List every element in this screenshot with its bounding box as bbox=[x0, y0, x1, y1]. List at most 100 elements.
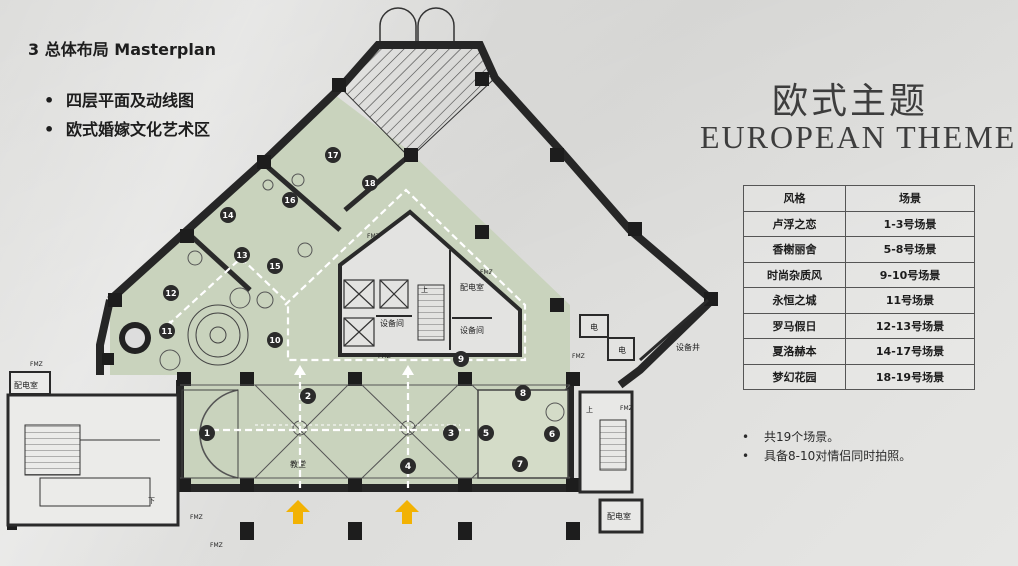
bullet-floor-plan: 四层平面及动线图 bbox=[44, 86, 210, 115]
fm-label-left-3: FMZ bbox=[210, 542, 223, 549]
left-stairs-1 bbox=[24, 424, 81, 476]
scene-marker-18: 18 bbox=[362, 175, 378, 191]
scene-marker-7: 7 bbox=[512, 456, 528, 472]
outer-walls bbox=[96, 41, 718, 492]
equipment-room-1-label: 设备间 bbox=[380, 318, 404, 328]
scene-marker-13: 13 bbox=[234, 247, 250, 263]
elevators bbox=[343, 279, 409, 347]
cell-style: 梦幻花园 bbox=[743, 363, 846, 390]
core-stairs bbox=[417, 284, 445, 341]
scene-number-8: 8 bbox=[520, 389, 526, 399]
theme-title-en: EUROPEAN THEME bbox=[700, 119, 1017, 155]
fm-label-core-3: FMZ bbox=[378, 353, 391, 360]
cell-scene: 18-19号场景 bbox=[845, 363, 975, 390]
scene-markers: 1 2 3 4 5 6 7 8 9 10 11 12 13 14 15 16 1… bbox=[159, 147, 560, 474]
table-header-row: 风格 场景 bbox=[743, 185, 975, 212]
scene-number-13: 13 bbox=[236, 251, 247, 260]
elec-2-label: 电 bbox=[618, 345, 626, 355]
power-room-left bbox=[9, 371, 51, 395]
scene-number-7: 7 bbox=[517, 460, 523, 470]
up-label-right: 上 bbox=[586, 405, 593, 414]
scene-number-9: 9 bbox=[458, 355, 464, 365]
cell-scene: 9-10号场景 bbox=[845, 261, 975, 288]
down-label-left: 下 bbox=[148, 497, 155, 505]
shaft-wall bbox=[639, 298, 709, 362]
cell-scene: 11号场景 bbox=[845, 287, 975, 314]
fm-label-core-1: FMZ bbox=[367, 233, 380, 240]
cell-style: 卢浮之恋 bbox=[743, 210, 846, 237]
column-header-scene: 场景 bbox=[845, 185, 975, 212]
scene-number-3: 3 bbox=[448, 429, 454, 439]
scene-number-18: 18 bbox=[364, 179, 376, 188]
scene-marker-14: 14 bbox=[220, 207, 236, 223]
scene-number-16: 16 bbox=[284, 196, 296, 205]
power-room-left-label: 配电室 bbox=[14, 380, 38, 390]
page-title: 3 总体布局 Masterplan bbox=[28, 40, 217, 59]
cell-scene: 12-13号场景 bbox=[845, 312, 975, 339]
cell-style: 永恒之城 bbox=[743, 287, 846, 314]
cell-scene: 5-8号场景 bbox=[845, 236, 975, 263]
fm-label-left: FMZ bbox=[30, 361, 43, 368]
scene-marker-16: 16 bbox=[282, 192, 298, 208]
spiral-staircase bbox=[187, 304, 249, 366]
columns bbox=[7, 72, 718, 540]
equipment-shaft-label: 设备井 bbox=[676, 342, 700, 352]
scene-marker-17: 17 bbox=[325, 147, 341, 163]
scene-number-14: 14 bbox=[222, 211, 234, 220]
scene-number-6: 6 bbox=[549, 430, 555, 440]
right-stairs-steps bbox=[599, 419, 627, 471]
bullet-wedding-area: 欧式婚嫁文化艺术区 bbox=[44, 115, 210, 144]
scene-number-5: 5 bbox=[483, 429, 489, 439]
fm-label-core-2: FMZ bbox=[480, 269, 493, 276]
scene-number-12: 12 bbox=[165, 289, 176, 298]
floor-plan: 配电室 设备间 设备间 上 FMZ FMZ FMZ 电 电 设备井 上 FMZ … bbox=[6, 7, 718, 549]
central-core bbox=[338, 209, 522, 357]
top-arches bbox=[379, 7, 455, 45]
scene-marker-8: 8 bbox=[515, 385, 531, 401]
notes-list: 共19个场景。 具备8-10对情侣同时拍照。 bbox=[742, 428, 911, 466]
scene-marker-5: 5 bbox=[478, 425, 494, 441]
scene-number-11: 11 bbox=[161, 327, 173, 336]
scene-marker-2: 2 bbox=[300, 388, 316, 404]
scene-number-15: 15 bbox=[269, 262, 281, 271]
power-room-center-label: 配电室 bbox=[460, 282, 484, 292]
column-header-style: 风格 bbox=[743, 185, 846, 212]
scene-marker-11: 11 bbox=[159, 323, 175, 339]
scene-marker-4: 4 bbox=[400, 458, 416, 474]
church-label: 教堂 bbox=[290, 459, 306, 469]
scene-number-17: 17 bbox=[327, 151, 338, 160]
right-rooms bbox=[579, 314, 635, 361]
scene-marker-10: 10 bbox=[267, 332, 283, 348]
cell-style: 夏洛赫本 bbox=[743, 338, 846, 365]
fm-label-right: FMZ bbox=[572, 353, 585, 360]
core-rooms bbox=[376, 250, 492, 350]
left-stairs-2 bbox=[39, 477, 151, 507]
note-capacity: 具备8-10对情侣同时拍照。 bbox=[742, 447, 911, 466]
scene-marker-12: 12 bbox=[163, 285, 179, 301]
scene-number-10: 10 bbox=[269, 336, 281, 345]
scene-marker-9: 9 bbox=[453, 351, 469, 367]
cell-style: 罗马假日 bbox=[743, 312, 846, 339]
cell-scene: 1-3号场景 bbox=[845, 210, 975, 237]
title-bullets: 四层平面及动线图 欧式婚嫁文化艺术区 bbox=[44, 86, 210, 144]
scene-number-1: 1 bbox=[204, 429, 210, 439]
scene-marker-1: 1 bbox=[199, 425, 215, 441]
scene-marker-15: 15 bbox=[267, 258, 283, 274]
entry-arrows bbox=[286, 500, 419, 524]
scene-marker-6: 6 bbox=[544, 426, 560, 442]
elec-1-label: 电 bbox=[590, 322, 598, 332]
note-scene-count: 共19个场景。 bbox=[742, 428, 911, 447]
cell-style: 时尚杂质风 bbox=[743, 261, 846, 288]
cell-style: 香榭丽舍 bbox=[743, 236, 846, 263]
theme-title-cn: 欧式主题 bbox=[772, 81, 929, 122]
power-room-bottom-label: 配电室 bbox=[607, 511, 631, 521]
cell-scene: 14-17号场景 bbox=[845, 338, 975, 365]
scene-number-2: 2 bbox=[305, 392, 311, 402]
equipment-room-2-label: 设备间 bbox=[460, 325, 484, 335]
